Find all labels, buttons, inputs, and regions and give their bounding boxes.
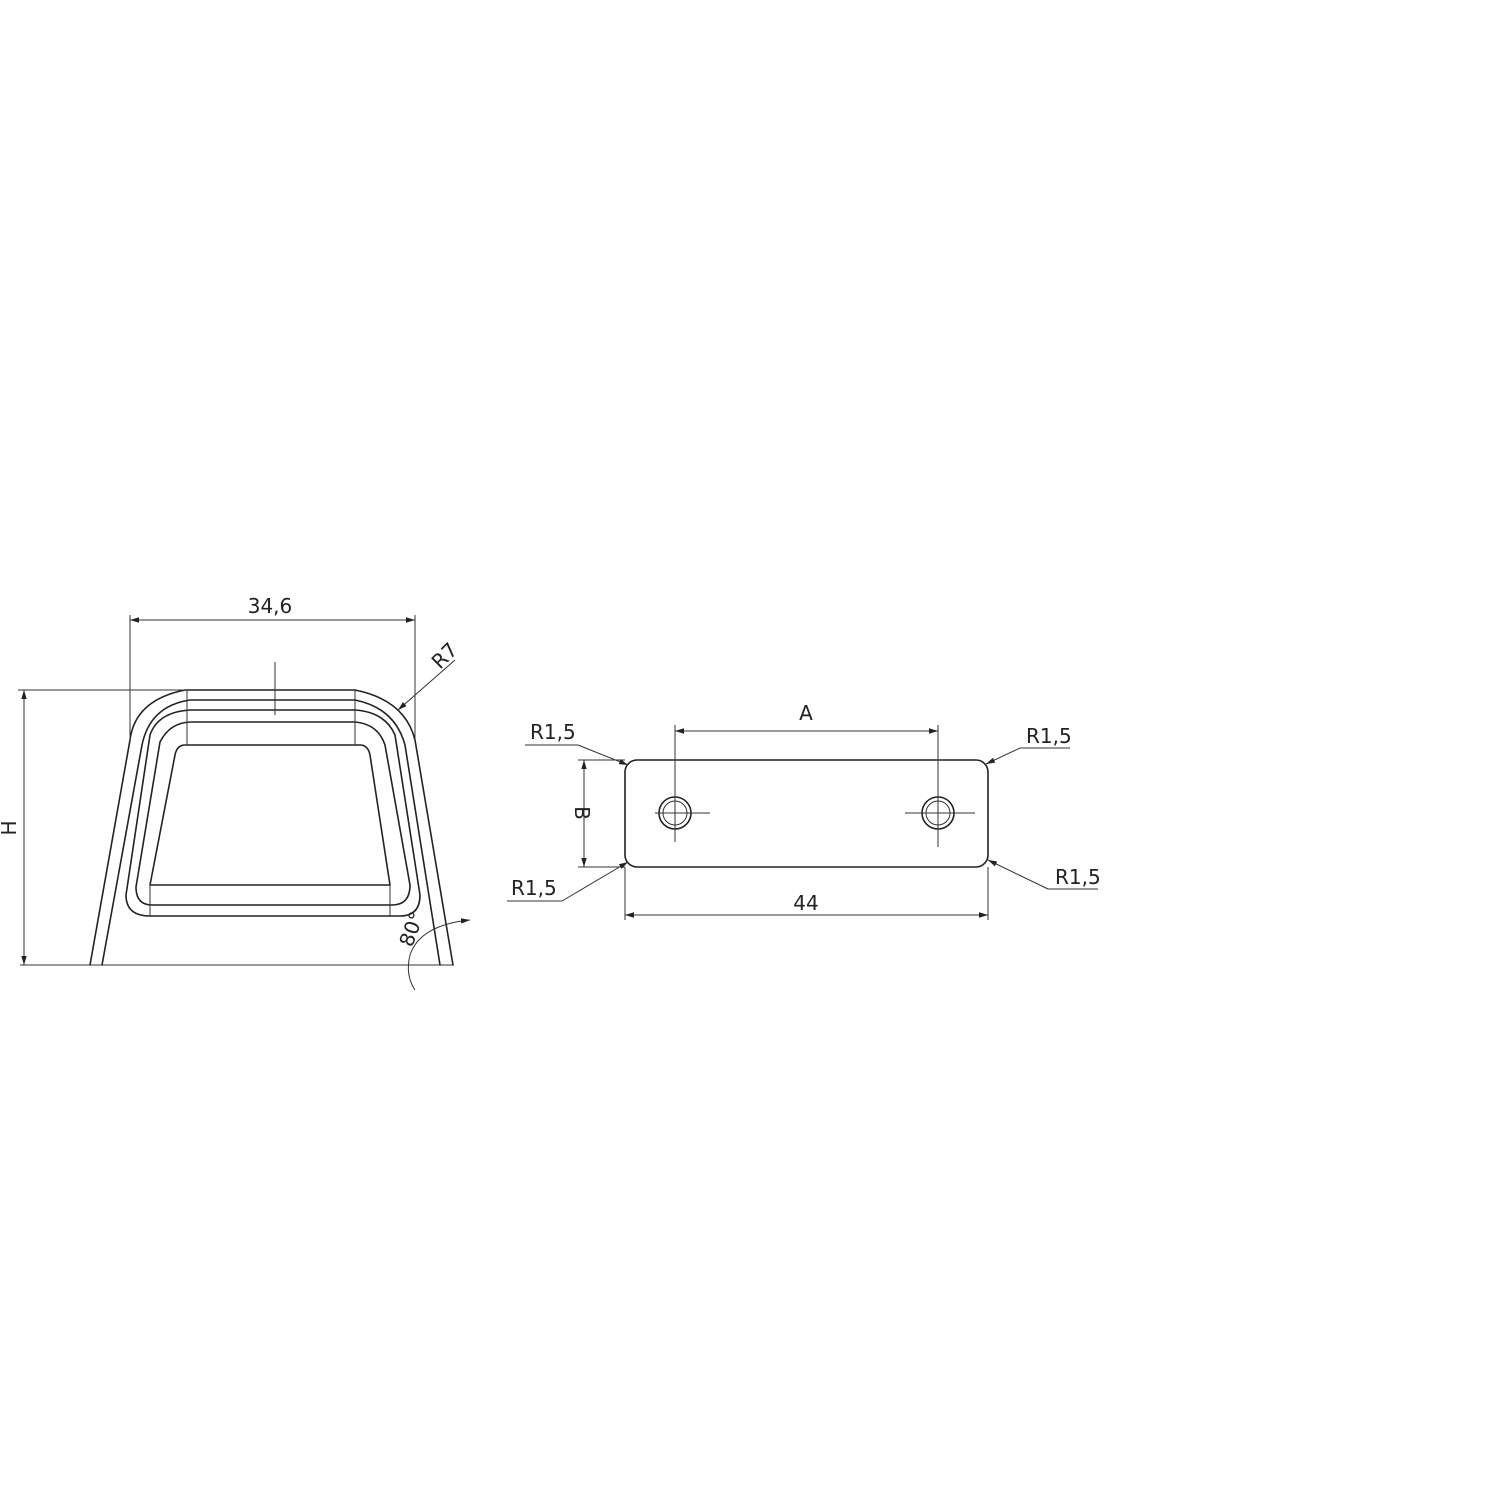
dimension-top-width: 34,6 [129,594,416,740]
width-label: B [570,806,594,820]
corner-radius-bottom-right: R1,5 [987,859,1101,890]
bracket-inner-loop-inner [135,721,411,906]
top-view [624,759,989,868]
dimension-width: B [570,759,625,868]
bracket-contour-2 [101,699,441,966]
top-width-label: 34,6 [248,594,293,618]
corner-radius-top-right: R1,5 [985,724,1072,765]
bend-radius-label: R7 [427,638,463,674]
dimension-length: 44 [624,867,989,920]
hole-left [655,780,710,842]
bracket-inner-loop-outer [125,709,421,917]
corner-radius-bottom-left: R1,5 [507,861,629,902]
hole-right [905,780,975,847]
height-label: H [0,820,21,835]
dimension-bend-radius: R7 [397,638,463,711]
svg-text:R1,5: R1,5 [511,876,557,900]
angle-label: 80° [394,908,429,950]
dimension-height: H [0,689,185,965]
length-label: 44 [793,891,818,915]
dimension-angle: 80° [394,908,471,991]
hole-spacing-label: A [799,701,813,725]
svg-text:R1,5: R1,5 [1026,724,1072,748]
corner-radius-top-left: R1,5 [525,720,629,766]
side-view [20,662,454,966]
svg-text:R1,5: R1,5 [530,720,576,744]
svg-text:R1,5: R1,5 [1055,865,1101,889]
bracket-outer-profile [89,689,454,966]
bracket-window [149,744,391,886]
plate-outline [624,759,989,868]
dimension-hole-spacing: A [674,701,939,780]
